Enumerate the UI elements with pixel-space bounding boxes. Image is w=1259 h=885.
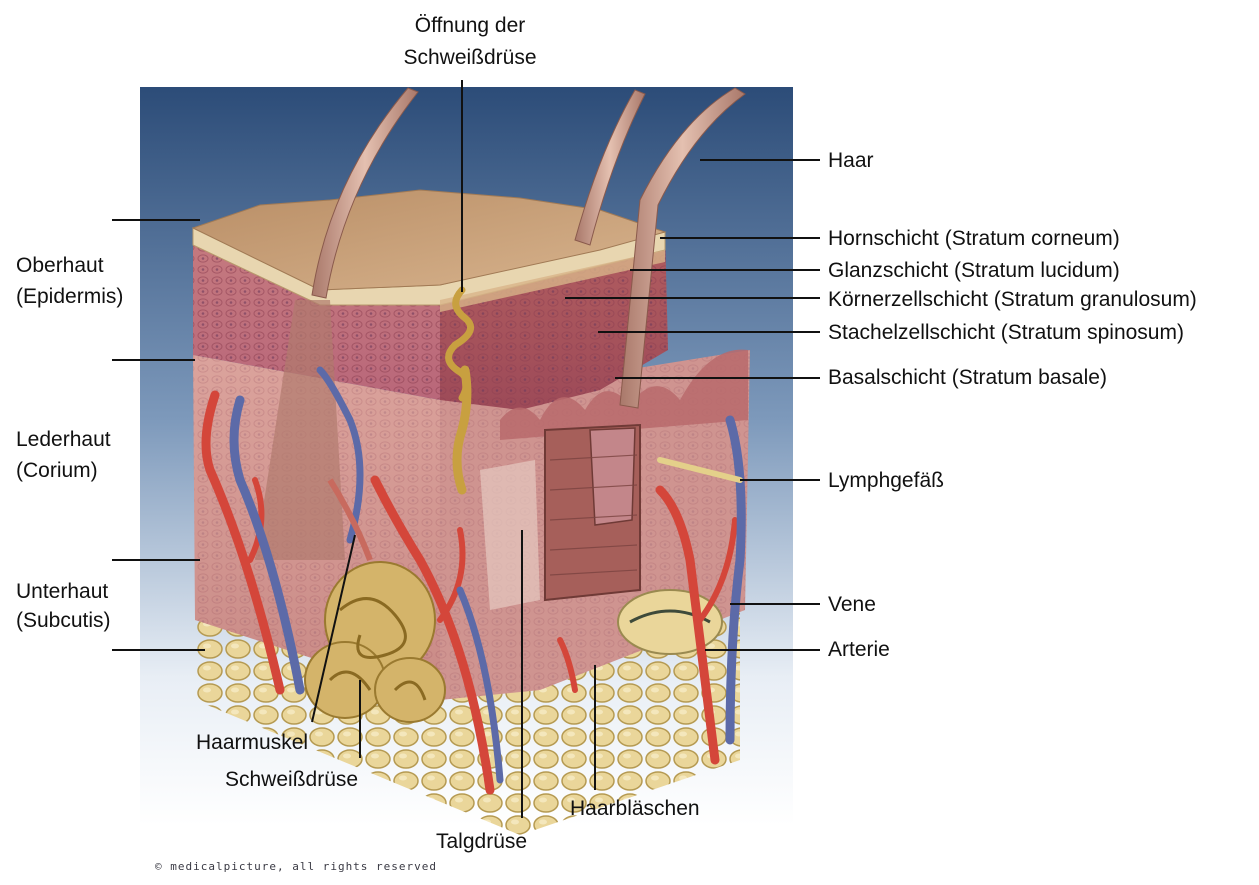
label-oberhaut-2: (Epidermis) [16, 281, 123, 312]
label-schweissdruese: Schweißdrüse [225, 764, 358, 795]
label-vene: Vene [828, 589, 876, 620]
label-unterhaut-2: (Subcutis) [16, 605, 111, 636]
label-lederhaut-2: (Corium) [16, 455, 98, 486]
label-lymphgefaess: Lymphgefäß [828, 465, 944, 496]
label-arterie: Arterie [828, 634, 890, 665]
label-stachelzellschicht: Stachelzellschicht (Stratum spinosum) [828, 317, 1184, 348]
label-sweat-opening-2: Schweißdrüse [385, 42, 555, 73]
label-haarmuskel: Haarmuskel [196, 727, 308, 758]
label-hornschicht: Hornschicht (Stratum corneum) [828, 223, 1120, 254]
label-haar: Haar [828, 145, 874, 176]
label-unterhaut-1: Unterhaut [16, 576, 108, 607]
label-lederhaut-1: Lederhaut [16, 424, 111, 455]
copyright-notice: © medicalpicture, all rights reserved [155, 860, 437, 873]
label-talgdruese: Talgdrüse [436, 826, 527, 857]
sebaceous-gland [480, 460, 540, 610]
label-koernerzellschicht: Körnerzellschicht (Stratum granulosum) [828, 284, 1197, 315]
label-oberhaut-1: Oberhaut [16, 250, 104, 281]
label-sweat-opening-1: Öffnung der [390, 10, 550, 41]
label-haarblaeschen: Haarbläschen [570, 793, 700, 824]
label-glanzschicht: Glanzschicht (Stratum lucidum) [828, 255, 1120, 286]
pacinian-corpuscle [618, 590, 722, 654]
label-basalschicht: Basalschicht (Stratum basale) [828, 362, 1107, 393]
